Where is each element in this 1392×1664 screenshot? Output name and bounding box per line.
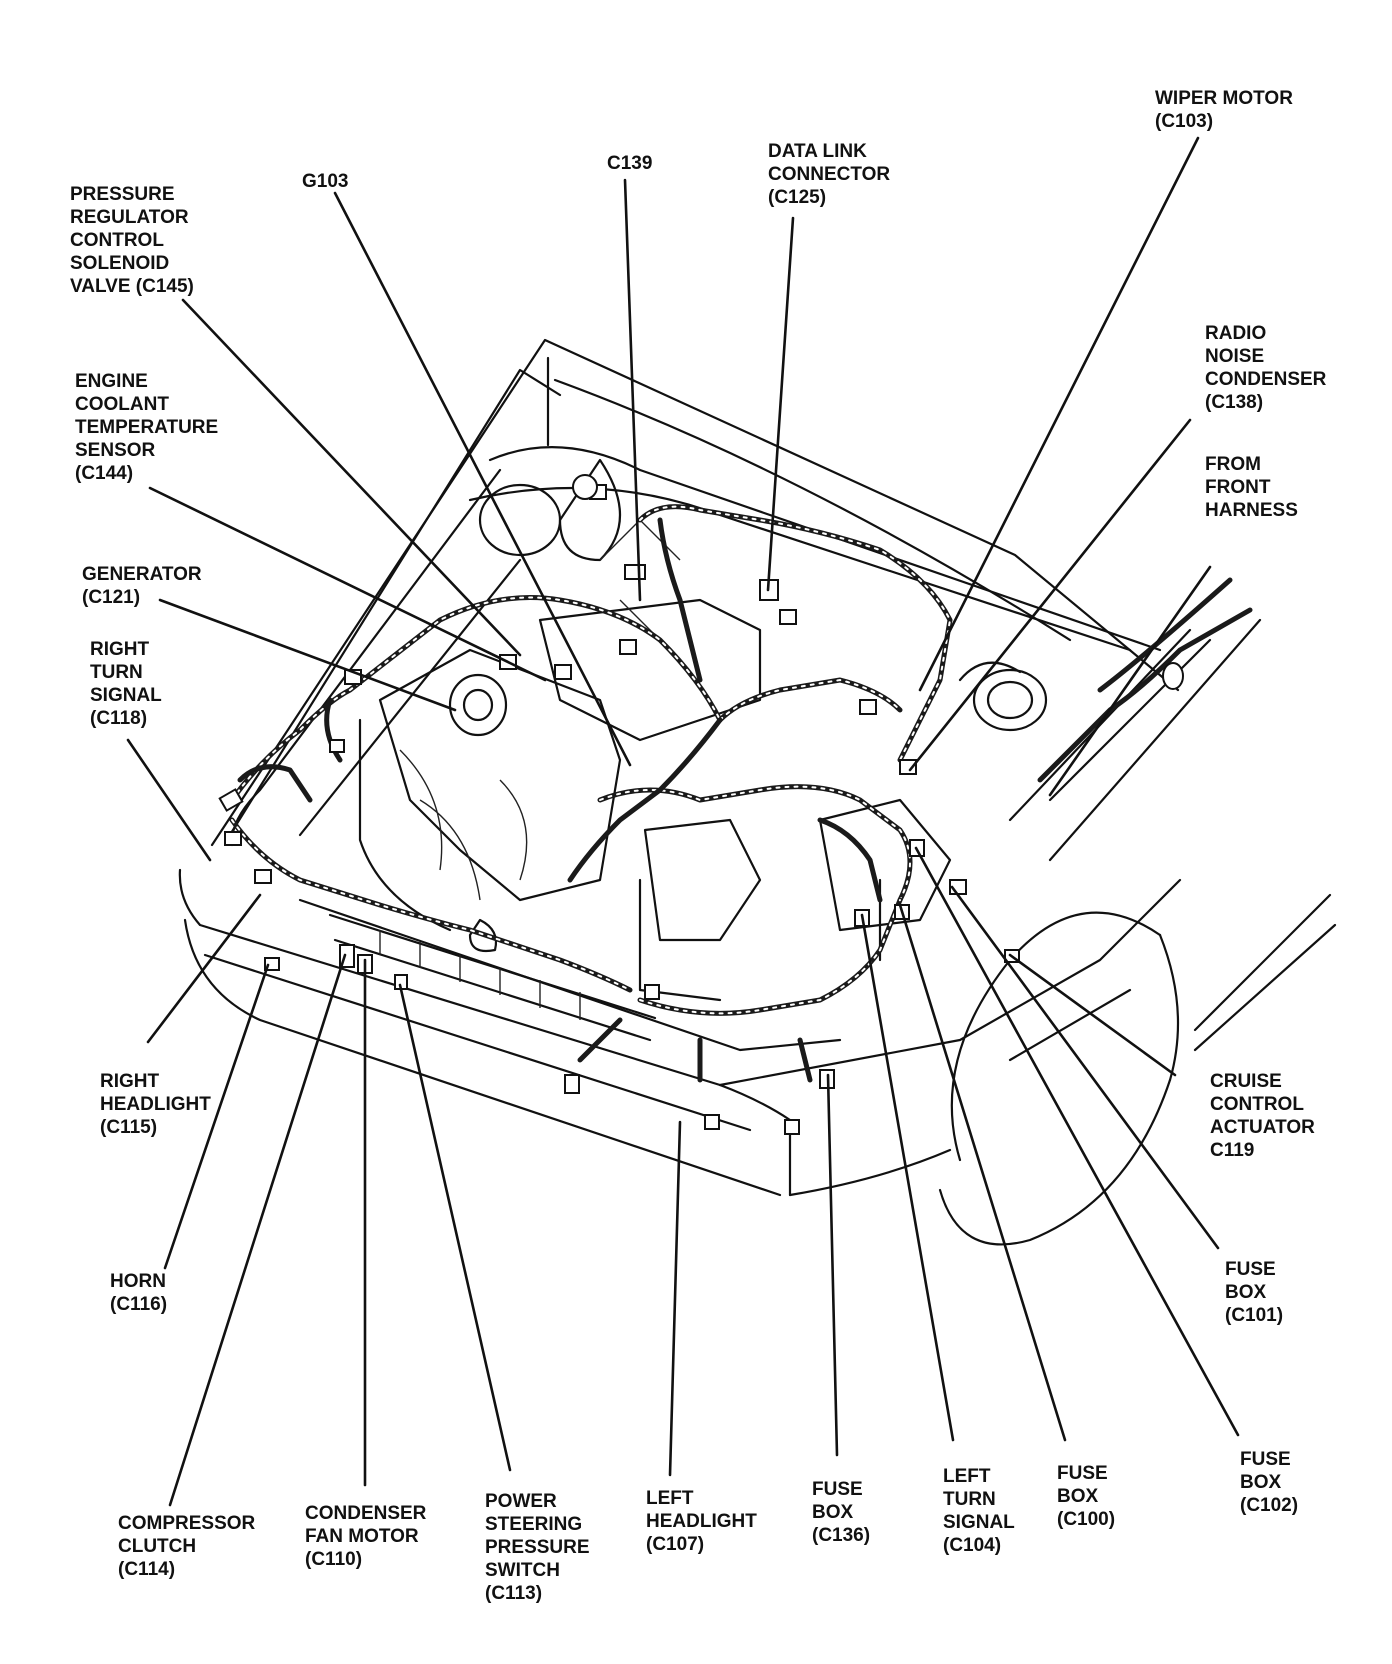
leader-horn xyxy=(163,963,270,1270)
leader-pressure-regulator xyxy=(181,298,522,657)
leader-cruise-control xyxy=(1008,953,1177,1077)
leader-fuse-box-c100 xyxy=(898,903,1067,1442)
leader-c139 xyxy=(623,178,642,602)
leader-lines xyxy=(126,136,1240,1507)
leader-radio-noise xyxy=(908,418,1192,772)
leader-fuse-box-c101 xyxy=(950,885,1220,1250)
engine-block xyxy=(358,458,1048,1002)
leader-right-headlight xyxy=(146,893,262,1044)
label-wiper-motor: WIPER MOTOR(C103) xyxy=(1155,88,1293,132)
leader-engine-coolant xyxy=(148,486,547,682)
leader-left-turn-signal xyxy=(860,913,955,1442)
leader-right-turn-signal xyxy=(126,738,212,862)
leader-left-headlight xyxy=(668,1120,682,1477)
leader-from-front-harness xyxy=(1048,565,1212,797)
connectors xyxy=(218,474,1184,1135)
leader-g103 xyxy=(333,191,632,767)
label-g103: G103 xyxy=(302,171,349,192)
leader-data-link xyxy=(766,216,795,592)
leader-wiper-motor xyxy=(918,136,1200,692)
car-body-outline xyxy=(178,338,1337,1246)
leader-power-steering xyxy=(398,983,512,1472)
leader-fuse-box-c102 xyxy=(914,846,1240,1437)
leader-generator xyxy=(158,598,457,712)
label-c139: C139 xyxy=(607,153,653,174)
leader-compressor-clutch xyxy=(168,953,347,1507)
label-horn: HORN(C116) xyxy=(110,1271,168,1315)
wiring-harness xyxy=(229,504,1253,1083)
leader-fuse-box-c136 xyxy=(826,1073,839,1457)
label-generator: GENERATOR(C121) xyxy=(82,564,202,608)
